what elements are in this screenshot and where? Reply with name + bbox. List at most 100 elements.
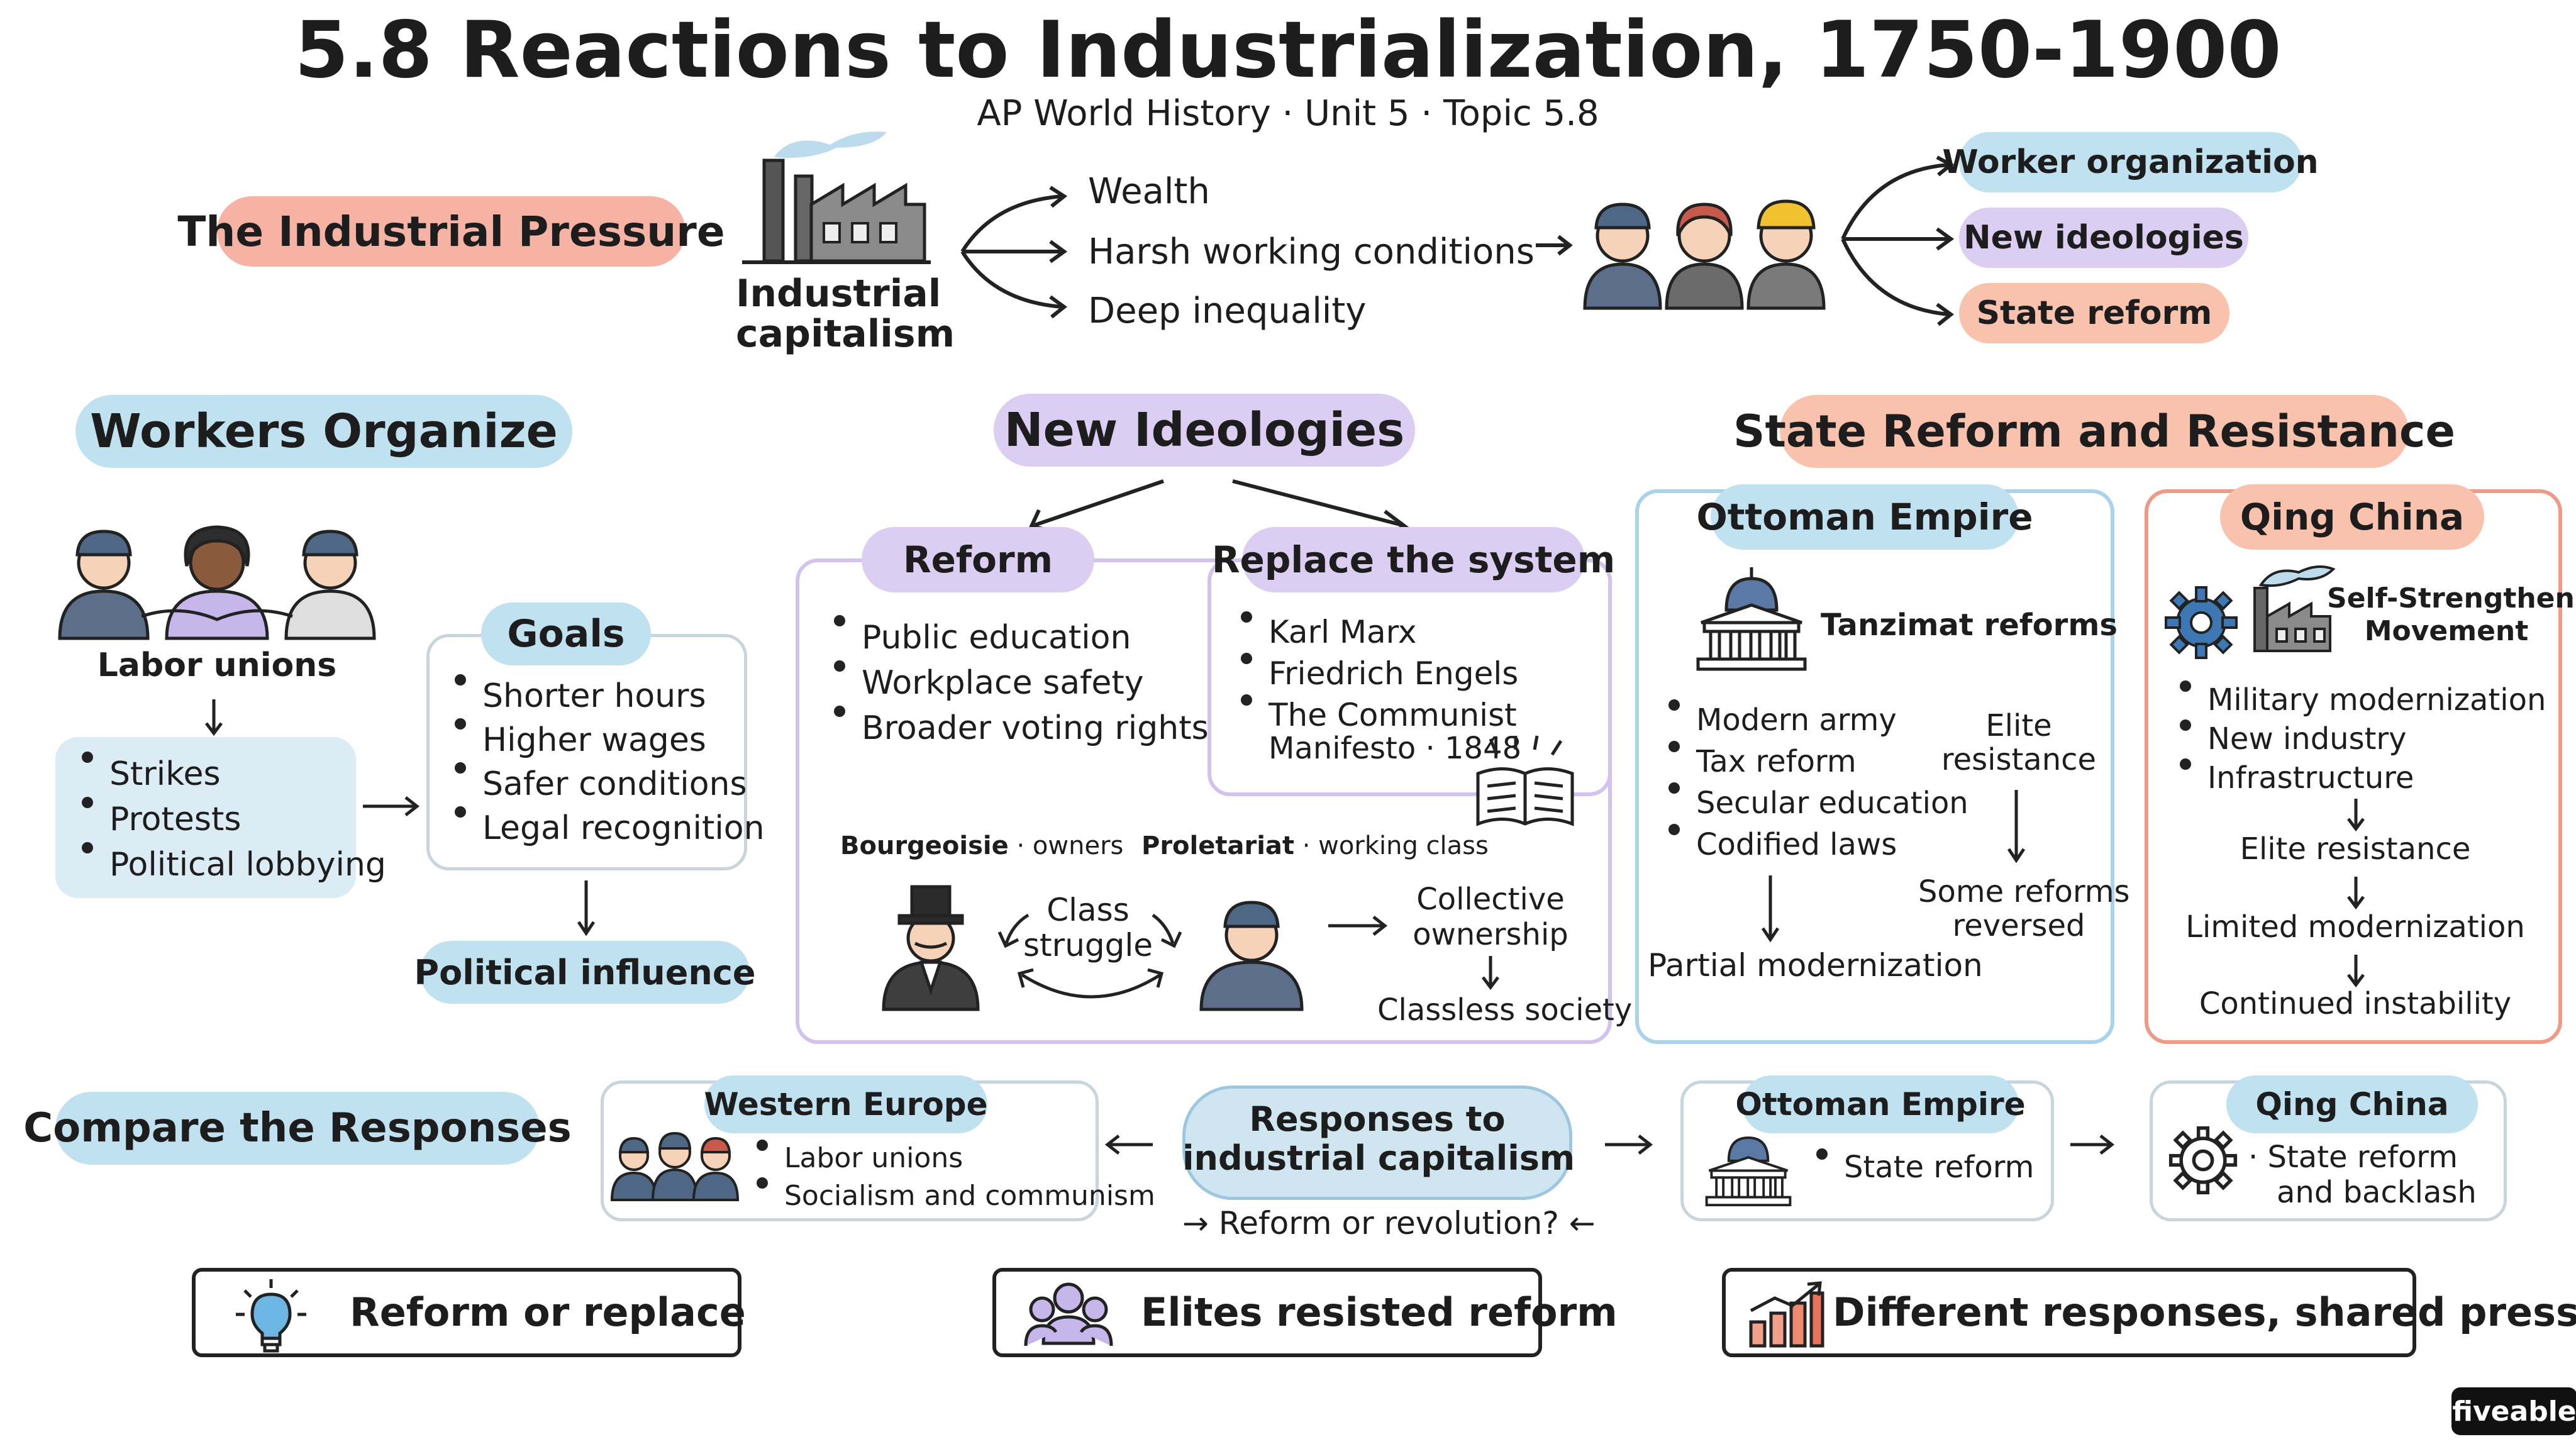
west-title-text: Western Europe	[704, 1086, 988, 1123]
goal-item: Shorter hours	[450, 674, 765, 718]
responses-center-line2: industrial capitalism	[1182, 1138, 1575, 1178]
gear-icon	[2165, 586, 2238, 659]
effects-fan-arrows	[960, 186, 1068, 319]
compare-qing-title-text: Qing China	[2255, 1086, 2449, 1123]
reform-title: Reform	[862, 527, 1094, 592]
reform-list: Public education Workplace safety Broade…	[829, 615, 1209, 751]
compare-qing-line1: · State reform	[2248, 1140, 2458, 1175]
arrow-to-ownership	[1328, 916, 1388, 936]
state-reform-heading: State Reform and Resistance	[1733, 395, 2455, 468]
fiveable-logo-text: fiveable	[2452, 1395, 2576, 1428]
qing-item: New industry	[2175, 719, 2546, 758]
response-state-reform-text: State reform	[1976, 294, 2212, 332]
reform-title-text: Reform	[902, 538, 1053, 581]
goals-title-text: Goals	[507, 612, 625, 656]
ottoman-partial-modernization: Partial modernization	[1648, 947, 1983, 984]
reform-or-revolution-text: Reform or revolution?	[1218, 1205, 1559, 1241]
methods-list: Strikes Protests Political lobbying	[77, 752, 386, 887]
page-title: 5.8 Reactions to Industrialization, 1750…	[294, 5, 2282, 96]
bourgeoisie-text: Bourgeoisie	[840, 831, 1009, 860]
qing-step-limited: Limited modernization	[2185, 909, 2525, 945]
class-struggle-line1: Class	[1046, 892, 1130, 928]
qing-title-text: Qing China	[2240, 496, 2465, 538]
factory-label-line2: capitalism	[736, 312, 955, 356]
footer-card-reform-text: Reform or replace	[350, 1289, 746, 1335]
compare-qing-line1-text: State reform	[2267, 1140, 2458, 1175]
reform-item: Public education	[829, 615, 1209, 660]
replace-inner-box	[1208, 558, 1612, 796]
labor-unions-label: Labor unions	[97, 647, 337, 684]
arrow-ottoman-to-qing	[2070, 1135, 2115, 1155]
industrial-pressure-text: The Industrial Pressure	[177, 207, 725, 256]
west-item: Labor unions	[752, 1140, 1155, 1177]
goals-list: Shorter hours Higher wages Safer conditi…	[450, 674, 765, 850]
ottoman-item: Secular education	[1663, 782, 1968, 824]
arrow-center-to-west	[1104, 1135, 1153, 1155]
footer-card-shared: Different responses, shared pressure	[1722, 1268, 2576, 1357]
compare-ottoman-title-text: Ottoman Empire	[1735, 1086, 2026, 1123]
compare-qing-line2: and backlash	[2277, 1175, 2477, 1210]
ottoman-box	[1635, 489, 2114, 1044]
west-list: Labor unions Socialism and communism	[752, 1140, 1155, 1215]
response-worker-organization: Worker organization	[1942, 132, 2319, 192]
new-ideologies-heading: New Ideologies	[994, 394, 1415, 467]
class-struggle-line2: struggle	[1023, 927, 1153, 963]
state-reform-heading-text: State Reform and Resistance	[1733, 406, 2455, 457]
ottoman-title: Ottoman Empire	[1696, 484, 2033, 550]
west-people-icon	[610, 1131, 740, 1201]
tanzimat-label: Tanzimat reforms	[1821, 608, 2118, 643]
qing-step-elite: Elite resistance	[2240, 831, 2471, 867]
west-item: Socialism and communism	[752, 1177, 1155, 1215]
replace-list: Karl Marx Friedrich Engels The Communist	[1236, 611, 1518, 736]
replace-item: The Communist	[1236, 694, 1518, 736]
political-influence: Political influence	[414, 941, 755, 1004]
fiveable-logo: fiveable	[2451, 1387, 2576, 1435]
responses-center-line1: Responses to	[1249, 1099, 1506, 1139]
responses-fan-arrows	[1841, 155, 1955, 326]
reform-or-revolution: → Reform or revolution? ←	[1182, 1205, 1596, 1241]
effect-inequality: Deep inequality	[1088, 291, 1367, 331]
qing-arrow-1	[2347, 799, 2365, 832]
method-item: Strikes	[77, 752, 386, 797]
response-new-ideologies: New ideologies	[1959, 208, 2248, 268]
footer-card-elites: Elites resisted reform	[992, 1268, 1618, 1357]
compare-heading-text: Compare the Responses	[23, 1105, 572, 1152]
labor-union-people-icon	[58, 525, 376, 640]
response-state-reform: State reform	[1959, 283, 2229, 343]
ottoman-title-text: Ottoman Empire	[1696, 496, 2033, 538]
reform-item: Broader voting rights	[829, 706, 1209, 751]
manifesto-line: Manifesto · 1848	[1269, 731, 1522, 766]
collective-ownership-line2: ownership	[1413, 917, 1568, 952]
compare-heading: Compare the Responses	[23, 1092, 572, 1165]
ottoman-arrow-to-partial	[1761, 875, 1780, 943]
replace-item: Friedrich Engels	[1236, 653, 1518, 694]
goal-item: Safer conditions	[450, 762, 765, 806]
qing-item: Military modernization	[2175, 680, 2546, 719]
arrow-to-classless	[1482, 956, 1499, 991]
proletariat-label: Proletariat · working class	[1141, 831, 1489, 860]
qing-box	[2145, 489, 2562, 1044]
workers-organize-heading: Workers Organize	[75, 395, 572, 468]
industrial-pressure-label: The Industrial Pressure	[177, 196, 725, 267]
ottoman-reversed-line1: Some reforms	[1918, 874, 2130, 909]
compare-ottoman-title: Ottoman Empire	[1735, 1075, 2026, 1133]
political-influence-text: Political influence	[414, 952, 756, 992]
new-ideologies-heading-text: New Ideologies	[1004, 403, 1405, 457]
arrow-center-to-ottoman	[1605, 1135, 1653, 1155]
goal-item: Higher wages	[450, 718, 765, 762]
workers-group-icon	[1583, 199, 1826, 310]
footer-card-elites-text: Elites resisted reform	[1141, 1289, 1618, 1335]
lightbulb-icon	[236, 1279, 306, 1353]
goals-title: Goals	[481, 602, 651, 665]
replace-system-title: Replace the system	[1212, 527, 1615, 592]
replace-system-title-text: Replace the system	[1211, 538, 1616, 581]
bourgeoisie-figure-icon	[882, 885, 980, 1011]
reform-item: Workplace safety	[829, 660, 1209, 706]
page-subtitle: AP World History · Unit 5 · Topic 5.8	[977, 93, 1599, 134]
compare-ottoman-building-icon	[1705, 1136, 1792, 1207]
ottoman-elite-line1: Elite	[1985, 708, 2052, 743]
arrow-methods-to-goals	[363, 796, 420, 816]
methods-box	[55, 737, 356, 898]
footer-card-reform: Reform or replace	[192, 1268, 746, 1357]
qing-list: Military modernization New industry Infr…	[2175, 680, 2546, 797]
